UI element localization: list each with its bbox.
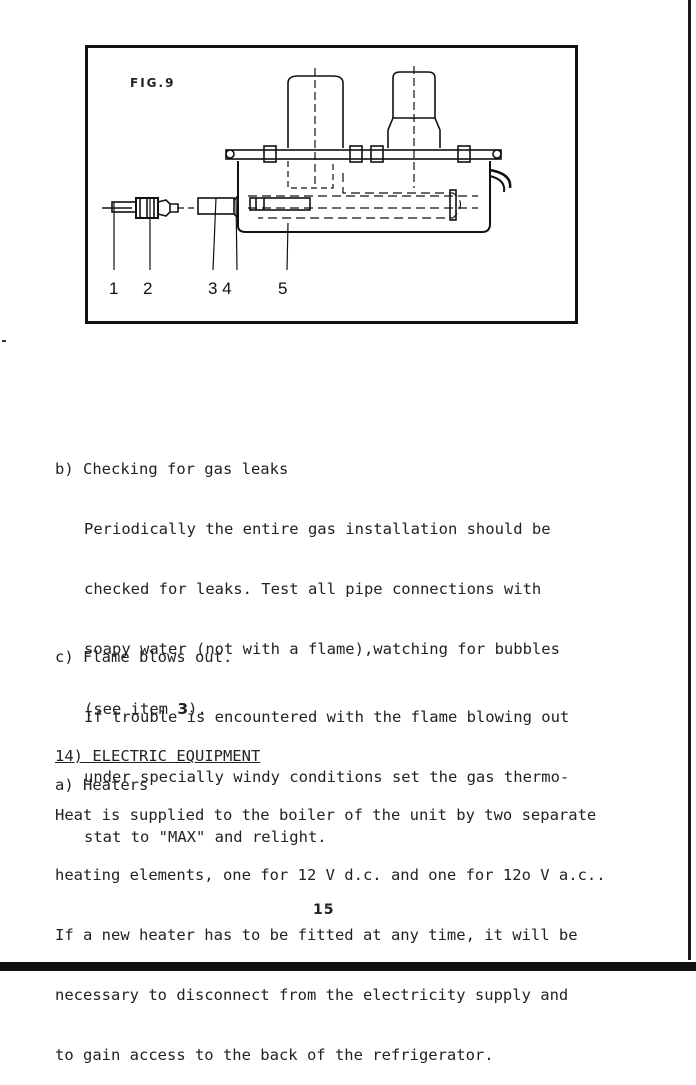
body-line: Heat is supplied to the boiler of the un…: [55, 806, 597, 824]
reference-item: 3: [177, 700, 189, 718]
section-b-reference: (see item 3).: [55, 699, 560, 719]
section-c-line: If trouble is encountered with the flame…: [84, 708, 570, 726]
section-b-line: Periodically the entire gas installation…: [84, 520, 551, 538]
bottom-border: [0, 962, 696, 971]
section-c-line: under specially windy conditions set the…: [84, 768, 570, 786]
section-c-line: stat to "MAX" and relight.: [84, 828, 327, 846]
body-line: If a new heater has to be fitted at any …: [55, 926, 578, 944]
page-edge-line: [688, 0, 691, 960]
section-14-subheading: a) Heaters: [55, 735, 148, 815]
section-14-heading: 14) ELECTRIC EQUIPMENT: [55, 706, 260, 786]
section-14-body: Heat is supplied to the boiler of the un…: [55, 765, 606, 1085]
burner-diagram: [102, 66, 512, 271]
section-b-line: soapy water (not with a flame),watching …: [84, 640, 560, 658]
reference-prefix: (see item: [84, 700, 178, 718]
callout-3-4: 3 4: [208, 279, 232, 298]
callout-5: 5: [278, 279, 288, 298]
body-line: necessary to disconnect from the electri…: [55, 986, 569, 1004]
scan-mark: [2, 340, 6, 342]
section-c-title: c) Flame blows out.: [55, 648, 233, 666]
callout-1: 1: [109, 279, 119, 298]
page-number: 15: [313, 902, 335, 918]
subheading-heaters: a) Heaters: [55, 776, 149, 794]
section-heading: 14) ELECTRIC EQUIPMENT: [55, 747, 261, 765]
body-line: heating elements, one for 12 V d.c. and …: [55, 866, 606, 884]
callout-2: 2: [143, 279, 153, 298]
body-line: to gain access to the back of the refrig…: [55, 1046, 494, 1064]
figure-9: FIG.9: [85, 45, 578, 324]
section-b-line: checked for leaks. Test all pipe connect…: [84, 580, 542, 598]
section-b: b) Checking for gas leaks Periodically t…: [55, 419, 560, 739]
reference-suffix: ).: [188, 700, 207, 718]
figure-label: FIG.9: [130, 76, 176, 90]
section-b-title: b) Checking for gas leaks: [55, 460, 289, 478]
section-c: c) Flame blows out. If trouble is encoun…: [55, 607, 569, 867]
